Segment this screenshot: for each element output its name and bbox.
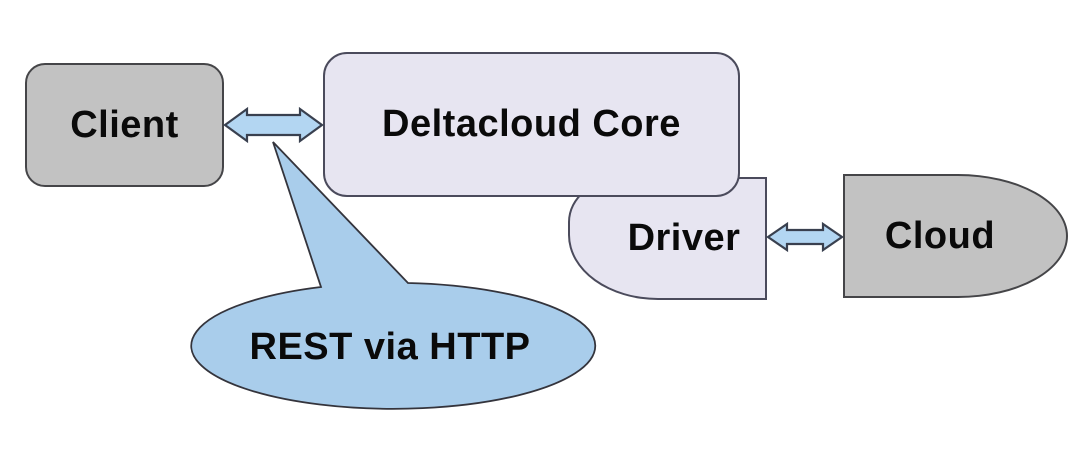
client-label: Client — [70, 103, 179, 146]
node-cloud: Cloud — [843, 174, 1068, 298]
driver-cloud-arrow — [766, 221, 844, 253]
callout-bubble-with-tail — [190, 141, 597, 410]
deltacloud-core-label: Deltacloud Core — [382, 103, 681, 145]
node-driver: Driver — [568, 177, 767, 300]
node-deltacloud-core: Deltacloud Core — [323, 52, 740, 197]
node-client: Client — [25, 63, 224, 187]
rest-callout-label: REST via HTTP — [249, 325, 531, 368]
driver-label: Driver — [627, 217, 741, 259]
cloud-label: Cloud — [884, 214, 996, 257]
client-core-arrow — [223, 106, 324, 144]
